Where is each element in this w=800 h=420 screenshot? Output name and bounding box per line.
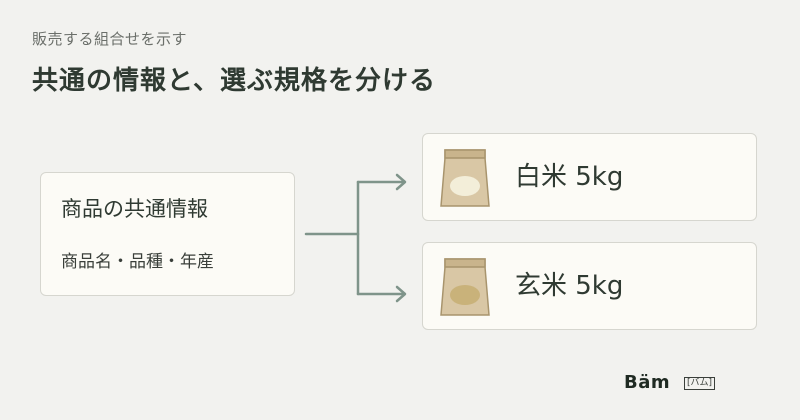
common-info-card: 商品の共通情報 商品名・品種・年産: [40, 172, 295, 296]
common-info-heading: 商品の共通情報: [61, 197, 208, 221]
product-card-white-rice: 白米 5kg: [422, 133, 757, 221]
product-label-white-rice: 白米 5kg: [515, 162, 624, 192]
common-info-items: 商品名・品種・年産: [61, 252, 214, 272]
arrowhead-bottom: [395, 285, 407, 303]
product-label-brown-rice: 玄米 5kg: [515, 271, 624, 301]
brand-logo-reading: [バム]: [684, 377, 716, 390]
arrowhead-top: [395, 173, 407, 191]
page-title: 共通の情報と、選ぶ規格を分ける: [32, 66, 436, 96]
white-rice-bag-icon: [440, 149, 490, 207]
page-subtitle: 販売する組合せを示す: [32, 30, 188, 48]
branch-connector: [304, 173, 407, 303]
product-card-brown-rice: 玄米 5kg: [422, 242, 757, 330]
brand-logo: Bäm: [624, 372, 671, 393]
brown-rice-bag-icon: [440, 258, 490, 316]
